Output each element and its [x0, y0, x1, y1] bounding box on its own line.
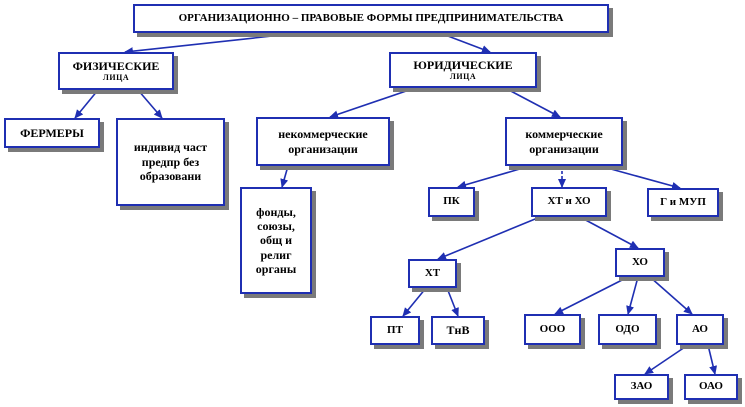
zao-label: ЗАО — [630, 380, 653, 393]
noncommercial-label: некоммерческие организации — [278, 127, 368, 156]
ht-ho-box: ХТ и ХО — [531, 187, 607, 217]
edge-ao-zao — [644, 344, 689, 375]
legal-persons-sub: ЛИЦА — [449, 72, 477, 82]
ooo-label: ООО — [539, 322, 566, 335]
individual-entrepreneur-box: индивид част предпр без образовани — [116, 118, 225, 206]
edge-ho-odo — [626, 276, 639, 315]
tnv-label: ТнВ — [446, 323, 470, 338]
funds-box: фонды, союзы, общ и религ органы — [240, 187, 312, 294]
edge-noncommercial-funds — [280, 165, 289, 188]
legal-persons-box: ЮРИДИЧЕСКИЕ ЛИЦА — [389, 52, 537, 88]
edge-legal-commercial — [504, 87, 561, 118]
individual-entrepreneur-label: индивид част предпр без образовани — [133, 140, 208, 184]
noncommercial-box: некоммерческие организации — [256, 117, 390, 166]
oao-box: ОАО — [684, 374, 738, 400]
ho-box: ХО — [615, 248, 665, 277]
edge-commercial-pk — [457, 165, 531, 189]
g-mup-box: Г и МУП — [647, 188, 719, 217]
edge-physical-individual — [137, 89, 163, 119]
ao-label: АО — [692, 322, 708, 335]
edge-root-legal — [439, 32, 491, 53]
ht-label: ХТ — [424, 266, 441, 279]
farmers-label: ФЕРМЕРЫ — [20, 125, 84, 140]
farmers-box: ФЕРМЕРЫ — [4, 118, 100, 148]
root-box: ОРГАНИЗАЦИОННО – ПРАВОВЫЕ ФОРМЫ ПРЕДПРИН… — [133, 4, 609, 33]
physical-persons-sub: ЛИЦА — [102, 73, 130, 83]
ho-label: ХО — [632, 255, 648, 268]
ooo-box: ООО — [524, 314, 581, 345]
pt-box: ПТ — [370, 316, 420, 345]
ht-box: ХТ — [408, 259, 457, 288]
commercial-label: коммерческие организации — [525, 127, 603, 156]
root-label: ОРГАНИЗАЦИОННО – ПРАВОВЫЕ ФОРМЫ ПРЕДПРИН… — [178, 11, 564, 24]
edge-commercial-gmup — [599, 165, 681, 190]
g-mup-label: Г и МУП — [660, 195, 706, 208]
edge-physical-farmers — [74, 89, 99, 119]
physical-persons-label: ФИЗИЧЕСКИЕ — [72, 59, 160, 73]
edge-ao-oao — [707, 344, 718, 375]
edge-legal-noncommercial — [329, 87, 416, 119]
edge-htho-ho — [579, 216, 639, 249]
edge-ho-ooo — [554, 276, 629, 315]
edge-ho-ao — [649, 276, 693, 315]
edge-ht-pt — [402, 287, 427, 317]
physical-persons-box: ФИЗИЧЕСКИЕ ЛИЦА — [58, 52, 174, 90]
funds-label: фонды, союзы, общ и религ органы — [255, 204, 297, 277]
edge-root-physical — [124, 32, 301, 56]
odo-label: ОДО — [615, 322, 640, 335]
edge-ht-tnv — [446, 287, 459, 317]
edge-htho-ht — [437, 216, 541, 260]
pt-label: ПТ — [387, 323, 403, 336]
commercial-box: коммерческие организации — [505, 117, 623, 166]
pk-label: ПК — [443, 195, 460, 208]
ao-box: АО — [676, 314, 724, 345]
pk-box: ПК — [428, 187, 475, 217]
odo-box: ОДО — [598, 314, 657, 345]
oao-label: ОАО — [699, 380, 723, 393]
tnv-box: ТнВ — [431, 316, 485, 345]
ht-ho-label: ХТ и ХО — [547, 195, 591, 208]
zao-box: ЗАО — [614, 374, 669, 400]
legal-persons-label: ЮРИДИЧЕСКИЕ — [413, 58, 513, 72]
